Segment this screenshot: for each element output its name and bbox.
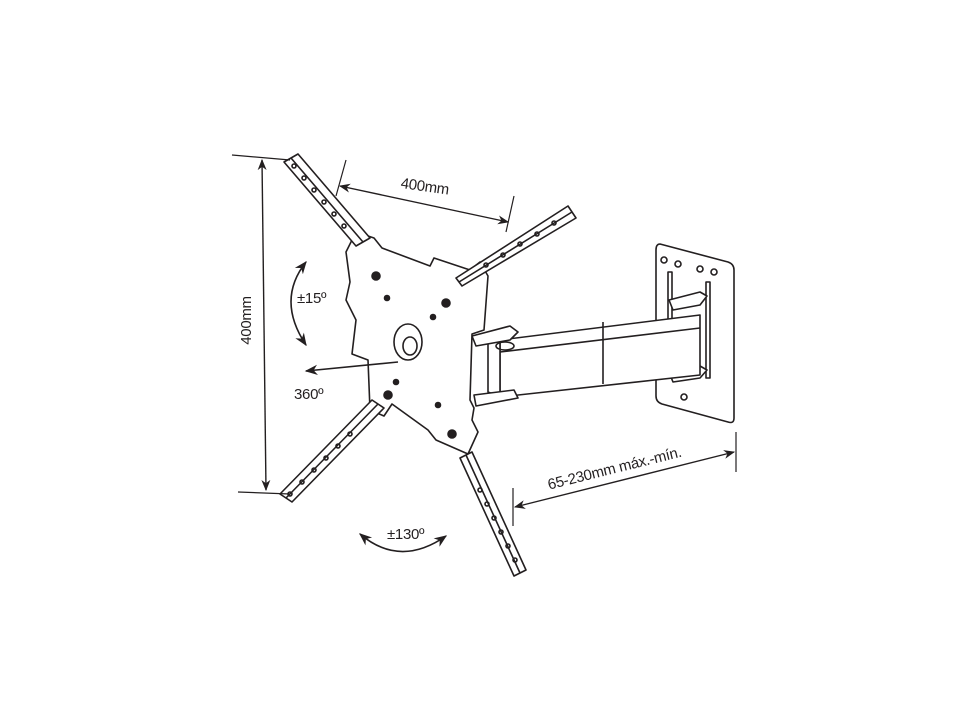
rotation-arrow-icon bbox=[304, 361, 399, 375]
dimension-400-width bbox=[335, 159, 515, 233]
swing-arm bbox=[471, 291, 708, 407]
vesa-plate bbox=[345, 231, 489, 455]
swivel-angle-label: ±130º bbox=[387, 526, 425, 543]
tilt-arrow-icon bbox=[290, 260, 307, 347]
swivel-arrow-icon bbox=[359, 533, 448, 553]
rotation-angle-label: 360º bbox=[294, 386, 324, 403]
tilt-angle-label: ±15º bbox=[297, 290, 327, 307]
mounting-rail-top-right bbox=[455, 205, 577, 287]
vesa-height-label: 400mm bbox=[237, 296, 255, 345]
mounting-rail-bottom-right bbox=[459, 451, 527, 577]
dimension-400-height bbox=[231, 154, 291, 495]
mounting-rail-bottom-left bbox=[279, 399, 385, 503]
dimension-extension-range bbox=[512, 432, 737, 526]
mounting-rail-top-left bbox=[283, 153, 371, 247]
